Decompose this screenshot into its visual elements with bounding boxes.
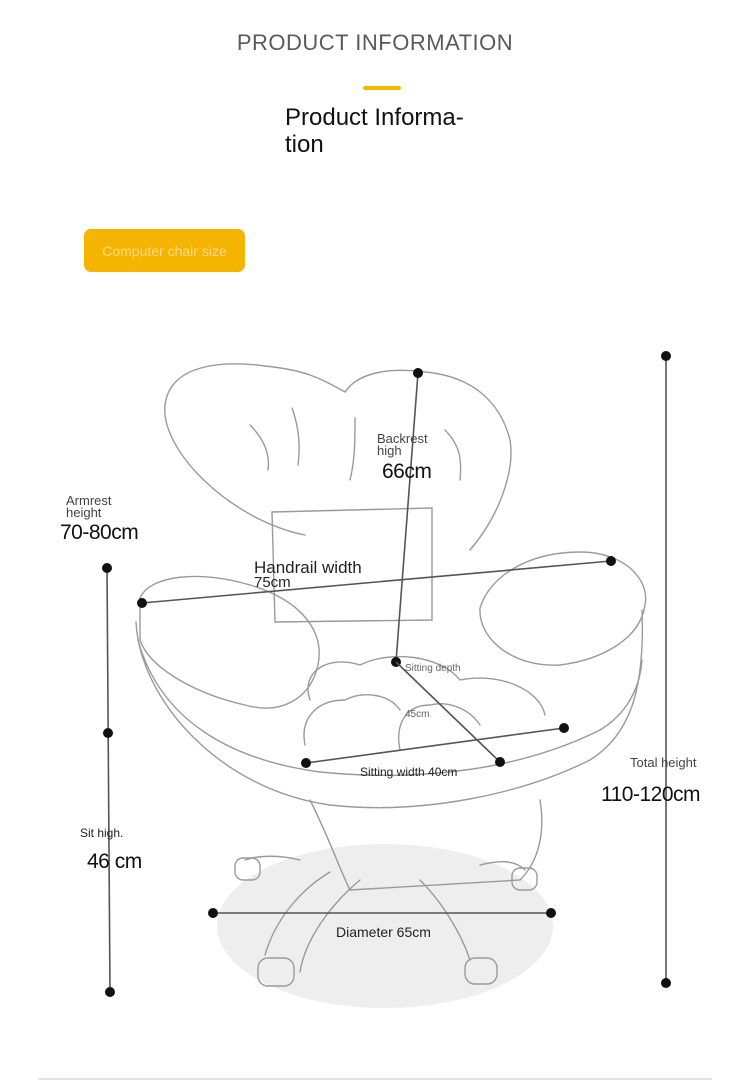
- section-subtitle: Product Informa-tion: [285, 104, 464, 158]
- depth-dimension-line: [395, 661, 501, 763]
- left-armrest: [139, 575, 320, 709]
- backrest-dimension-line: [395, 372, 419, 663]
- dimension-dot: [661, 351, 671, 361]
- backrest-label: Backrest high: [377, 431, 428, 458]
- handrail-dimension-line: [141, 560, 612, 604]
- seat-bowl: [135, 609, 644, 809]
- handrail-value: 75cm: [254, 574, 291, 591]
- armrest-value: 70-80cm: [60, 521, 139, 544]
- sitting-depth-label: Sitting depth: [405, 663, 461, 674]
- dimension-dot: [301, 758, 311, 768]
- wheel: [234, 857, 261, 881]
- diameter-label: Diameter 65cm: [336, 924, 431, 940]
- dimension-dot: [546, 908, 556, 918]
- wheel: [257, 957, 295, 987]
- wheel: [464, 957, 498, 985]
- section-header: PRODUCT INFORMATION: [236, 30, 514, 55]
- divider: [38, 1078, 712, 1080]
- backrest-outline: [164, 363, 512, 551]
- dimension-dot: [208, 908, 218, 918]
- dimension-dot: [661, 978, 671, 988]
- dimension-dot: [413, 368, 423, 378]
- armrest-sit-dimension-line: [106, 567, 111, 993]
- dimension-dot: [606, 556, 616, 566]
- total-height-label: Total height: [630, 755, 697, 770]
- dimension-dot: [105, 987, 115, 997]
- sitting-width-label: Sitting width 40cm: [360, 765, 458, 779]
- dimension-dot: [103, 728, 113, 738]
- width-dimension-line: [305, 727, 565, 764]
- back-cushion: [271, 507, 433, 623]
- chair-size-badge: Computer chair size: [84, 229, 245, 272]
- chair-base: [309, 799, 543, 891]
- accent-bar: [363, 86, 401, 90]
- dimension-dot: [137, 598, 147, 608]
- sitting-depth-value: 45cm: [405, 709, 430, 720]
- right-armrest: [479, 551, 647, 666]
- handrail-label: Handrail width: [254, 558, 362, 577]
- dimension-dot: [495, 757, 505, 767]
- sit-high-value: 46 cm: [87, 850, 142, 873]
- total-height-value: 110-120cm: [601, 783, 701, 806]
- sit-high-label: Sit high.: [80, 826, 124, 840]
- dimension-dot: [102, 563, 112, 573]
- dimension-dot: [559, 723, 569, 733]
- armrest-label: Armrest height: [66, 493, 112, 520]
- wheel: [511, 867, 538, 891]
- backrest-value: 66cm: [382, 460, 432, 483]
